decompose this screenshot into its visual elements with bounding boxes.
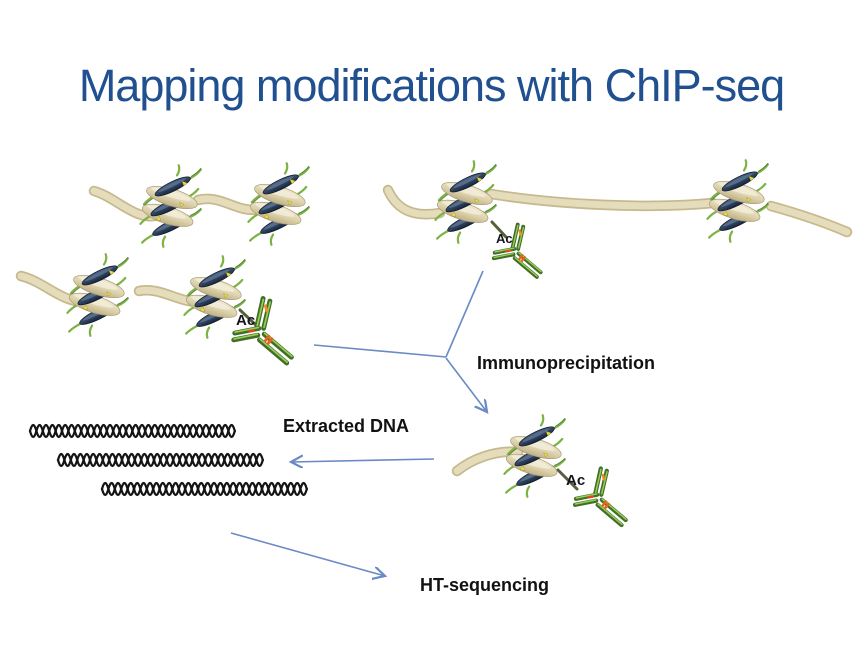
- dna-fragment-icon: [28, 423, 236, 439]
- ht-sequencing-arrow: [230, 532, 385, 576]
- nucleosome-icon: [138, 164, 202, 248]
- dna-fragment-icon: [56, 452, 264, 468]
- extracted-dna-label: Extracted DNA: [283, 416, 410, 436]
- ac-label-immunoprecipitated: Ac: [566, 472, 586, 489]
- nucleosome-icon: [246, 162, 310, 246]
- nucleosome-icon: [65, 253, 129, 337]
- immunoprecipitation-arrow: [445, 357, 487, 412]
- ac-label-left-cluster: Ac: [236, 312, 256, 329]
- dna-fragment-icon: [100, 481, 308, 497]
- page-title: Mapping modifications with ChIP-seq: [78, 60, 785, 111]
- line-from-left-fragment: [313, 344, 447, 358]
- flow-arrows: [230, 270, 487, 576]
- antibody-icon: [234, 298, 292, 363]
- dna-ribbons: [15, 184, 853, 477]
- line-from-top-fragment: [445, 270, 484, 358]
- nucleosome-icon: [705, 159, 769, 243]
- nucleosome-icon: [433, 160, 497, 244]
- ac-label-top-right: Ac: [496, 231, 513, 246]
- extracted-dna-arrow: [291, 459, 435, 462]
- immunoprecipitation-label: Immunoprecipitation: [477, 353, 656, 373]
- ht-sequencing-label: HT-sequencing: [420, 575, 550, 595]
- nucleosome-icon: [502, 414, 566, 498]
